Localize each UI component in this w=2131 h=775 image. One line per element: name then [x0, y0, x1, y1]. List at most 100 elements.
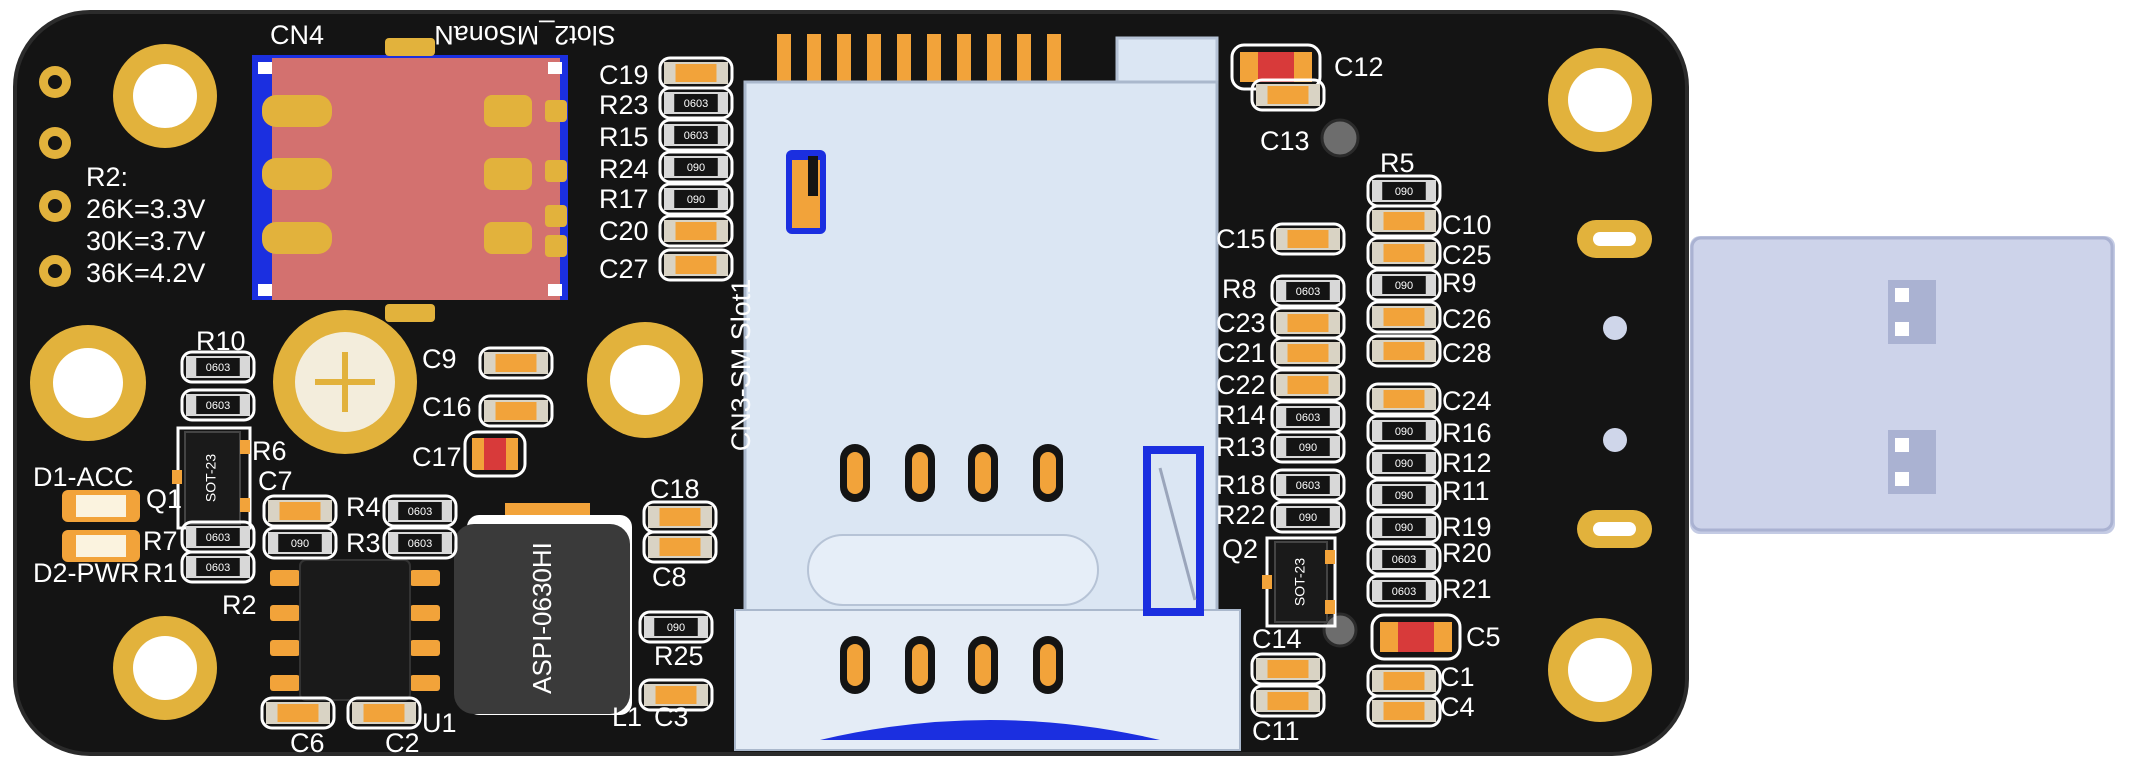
- part-c25: [1366, 236, 1442, 270]
- part-r24: 090: [658, 150, 734, 184]
- part-c3: [638, 678, 714, 712]
- part-r8: 0603: [1270, 274, 1346, 308]
- part-c23: [1270, 306, 1346, 340]
- label-c18: C18: [650, 474, 700, 504]
- part-r23: 0603: [658, 86, 734, 120]
- part-r1: 0603: [180, 550, 256, 584]
- label-c24: C24: [1442, 386, 1492, 416]
- part-c15: [1270, 222, 1346, 256]
- part-c8: [642, 530, 718, 564]
- part-r15-marking: 0603: [684, 130, 708, 142]
- part-c11: [1250, 684, 1326, 718]
- q1-marking: SOT-23: [203, 454, 219, 502]
- tantalum-capacitors: [463, 43, 1462, 661]
- mounting-holes: [30, 44, 1652, 722]
- part-c16: [478, 394, 554, 428]
- part-r21: 0603: [1366, 574, 1442, 608]
- part-r20: 0603: [1366, 542, 1442, 576]
- part-c7: [262, 494, 338, 528]
- part-r25-marking: 090: [667, 622, 685, 634]
- part-r14: 0603: [1270, 400, 1346, 434]
- label-c12: C12: [1334, 52, 1384, 82]
- label-c17: C17: [412, 442, 462, 472]
- label-r13: R13: [1216, 432, 1266, 462]
- label-q1: Q1: [146, 484, 182, 514]
- label-r15: R15: [599, 122, 649, 152]
- part-c18: [642, 500, 718, 534]
- part-c4: [1366, 694, 1442, 728]
- part-r10b: 0603: [180, 388, 256, 422]
- part-r7-marking: 0603: [206, 532, 230, 544]
- label-c4: C4: [1440, 692, 1475, 722]
- part-c13: [1250, 78, 1326, 112]
- label-c25: C25: [1442, 240, 1492, 270]
- label-r18: R18: [1216, 470, 1266, 500]
- part-r25: 090: [638, 610, 714, 644]
- part-r10-marking: 0603: [206, 362, 230, 374]
- part-r1-marking: 0603: [206, 562, 230, 574]
- part-c10: [1366, 204, 1442, 238]
- label-c21: C21: [1216, 338, 1266, 368]
- label-c22: C22: [1216, 370, 1266, 400]
- sim-card-holder: [252, 38, 568, 322]
- transistor-q2: SOT-23: [1262, 536, 1337, 628]
- part-r16-marking: 090: [1395, 426, 1413, 438]
- part-r23-marking: 0603: [684, 98, 708, 110]
- part-r9-marking: 090: [1395, 280, 1413, 292]
- r2-note-line3: 36K=4.2V: [86, 258, 205, 288]
- label-r19: R19: [1442, 512, 1492, 542]
- part-c9: [478, 346, 554, 380]
- label-r22: R22: [1216, 500, 1266, 530]
- label-r24: R24: [599, 154, 649, 184]
- label-c13: C13: [1260, 126, 1310, 156]
- part-c24: [1366, 382, 1442, 416]
- part-c27: [658, 248, 734, 282]
- label-r2: R2: [222, 590, 257, 620]
- part-r4: 0603: [382, 494, 458, 528]
- label-c10: C10: [1442, 210, 1492, 240]
- usb-pads: [1577, 220, 1652, 548]
- label-c11: C11: [1252, 716, 1300, 746]
- label-c20: C20: [599, 216, 649, 246]
- usb-plug: [1690, 236, 2115, 534]
- inductor-marking: ASPI-0630HI: [527, 542, 557, 694]
- part-c21: [1270, 336, 1346, 370]
- part-r3b: 090: [262, 526, 338, 560]
- label-c8: C8: [652, 562, 687, 592]
- leds: [62, 490, 140, 562]
- part-r3b-marking: 090: [291, 538, 309, 550]
- slot2-label: Slot2_MSonaN: [434, 20, 616, 50]
- part-r4-marking: 0603: [408, 506, 432, 518]
- header-pads: [39, 66, 71, 287]
- label-r5: R5: [1380, 148, 1415, 178]
- r2-note-line2: 30K=3.7V: [86, 226, 205, 256]
- label-r17: R17: [599, 184, 649, 214]
- part-r22-marking: 090: [1299, 512, 1317, 524]
- label-c6: C6: [290, 728, 325, 758]
- part-r19-marking: 090: [1395, 522, 1413, 534]
- label-c27: C27: [599, 254, 649, 284]
- part-c26: [1366, 300, 1442, 334]
- label-c14: C14: [1252, 624, 1302, 654]
- label-r7: R7: [143, 526, 178, 556]
- label-r6: R6: [252, 436, 287, 466]
- part-c6: [260, 696, 336, 730]
- label-r8: R8: [1222, 274, 1257, 304]
- sd-card-slot: [734, 34, 1241, 751]
- part-r3: 0603: [382, 526, 458, 560]
- label-r1: R1: [143, 558, 178, 588]
- part-r19: 090: [1366, 510, 1442, 544]
- r2-note-line1: 26K=3.3V: [86, 194, 205, 224]
- label-l1: L1: [612, 702, 642, 732]
- r2-note-title: R2:: [86, 162, 128, 192]
- part-r9: 090: [1366, 268, 1442, 302]
- part-r3-marking: 0603: [408, 538, 432, 550]
- part-c28: [1366, 334, 1442, 368]
- part-r15: 0603: [658, 118, 734, 152]
- label-r16: R16: [1442, 418, 1492, 448]
- part-r5: 090: [1366, 174, 1442, 208]
- d2-label: D2-PWR: [33, 558, 140, 588]
- part-r10: 0603: [180, 350, 256, 384]
- label-c16: C16: [422, 392, 472, 422]
